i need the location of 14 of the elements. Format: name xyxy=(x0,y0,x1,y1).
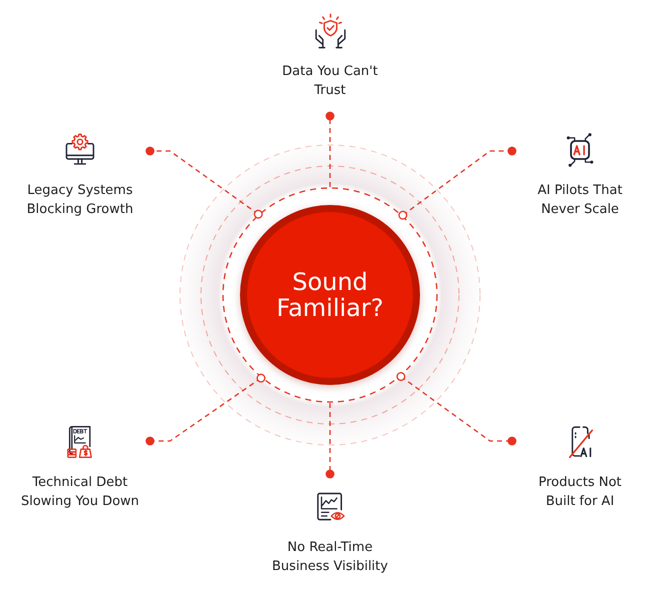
connector-line xyxy=(146,146,263,219)
connector-line xyxy=(398,146,516,220)
connector-line xyxy=(396,372,516,446)
issue-label: Data You Can't Trust xyxy=(282,63,378,100)
issue-label: Legacy Systems Blocking Growth xyxy=(26,182,134,219)
connector-line xyxy=(326,112,334,187)
hub-text: Sound Familiar? xyxy=(276,269,384,321)
connector-line xyxy=(326,403,334,478)
hub-circle xyxy=(222,187,438,403)
connector-line xyxy=(146,374,266,446)
issue-label: No Real-Time Business Visibility xyxy=(272,539,388,576)
issue-label: Products Not Built for AI xyxy=(538,474,622,511)
issue-label: AI Pilots That Never Scale xyxy=(537,182,623,219)
issue-label: Technical Debt Slowing You Down xyxy=(20,474,140,511)
